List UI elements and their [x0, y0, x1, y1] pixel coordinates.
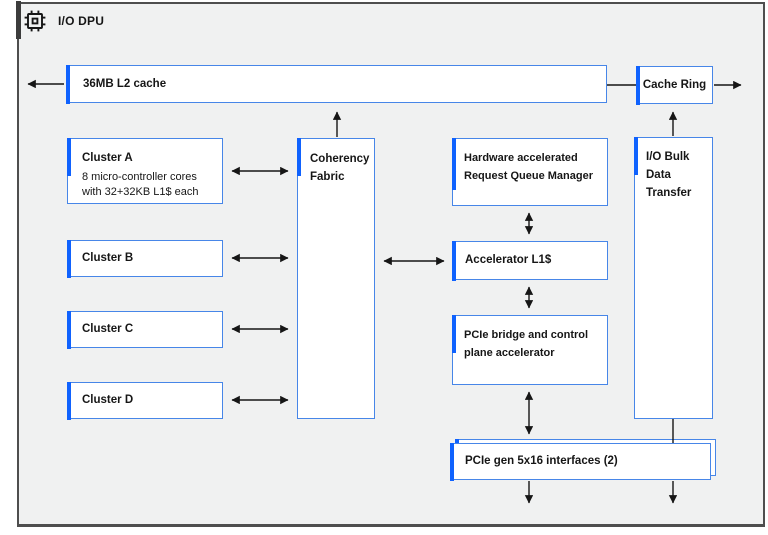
block-cluster-a-label: Cluster A: [82, 152, 133, 164]
block-pcie-interfaces-label: PCIe gen 5x16 interfaces (2): [465, 455, 618, 468]
block-cache-ring-label: Cache Ring: [642, 78, 707, 91]
block-cluster-c: Cluster C: [66, 310, 223, 349]
accent-bar: [449, 442, 454, 481]
block-io-bulk-transfer-label: I/O Bulk Data Transfer: [646, 151, 692, 199]
block-l2-cache: 36MB L2 cache: [65, 64, 607, 104]
diagram-title: I/O DPU: [58, 14, 105, 28]
accent-bar: [451, 314, 456, 353]
block-cluster-d: Cluster D: [66, 381, 223, 420]
accent-bar: [633, 136, 638, 175]
accent-bar: [451, 137, 456, 190]
block-accelerator-l1: Accelerator L1$: [451, 240, 608, 281]
block-request-queue-manager: Hardware accelerated Request Queue Manag…: [451, 137, 608, 206]
block-pcie-bridge-label: PCIe bridge and control plane accelerato…: [464, 329, 589, 359]
block-cluster-a-description: 8 micro-controller cores with 32+32KB L1…: [82, 171, 199, 198]
block-cluster-b-label: Cluster B: [82, 252, 134, 265]
accent-bar: [635, 65, 640, 105]
frame-top-left-accent: [16, 1, 21, 39]
block-cluster-c-label: Cluster C: [82, 323, 134, 336]
accent-bar: [451, 240, 456, 281]
block-cache-ring: Cache Ring: [635, 65, 713, 105]
block-accelerator-l1-label: Accelerator L1$: [465, 254, 552, 267]
block-request-queue-manager-label: Hardware accelerated Request Queue Manag…: [464, 152, 593, 182]
block-pcie-bridge: PCIe bridge and control plane accelerato…: [451, 314, 608, 385]
block-coherency-fabric-label: Coherency Fabric: [310, 153, 370, 183]
block-l2-cache-label: 36MB L2 cache: [83, 77, 167, 90]
block-cluster-a: Cluster A 8 micro-controller cores with …: [66, 137, 223, 204]
diagram-header: I/O DPU: [23, 9, 104, 33]
accent-bar: [66, 310, 71, 349]
chip-icon: [24, 10, 46, 32]
accent-bar: [66, 381, 71, 420]
block-io-bulk-transfer: I/O Bulk Data Transfer: [633, 136, 713, 419]
accent-bar: [66, 137, 71, 176]
block-cluster-b: Cluster B: [66, 239, 223, 278]
accent-bar: [65, 64, 70, 104]
block-pcie-interfaces: PCIe gen 5x16 interfaces (2): [449, 442, 711, 481]
block-cluster-d-label: Cluster D: [82, 394, 134, 407]
accent-bar: [66, 239, 71, 278]
block-coherency-fabric: Coherency Fabric: [296, 137, 375, 419]
accent-bar: [296, 137, 301, 176]
